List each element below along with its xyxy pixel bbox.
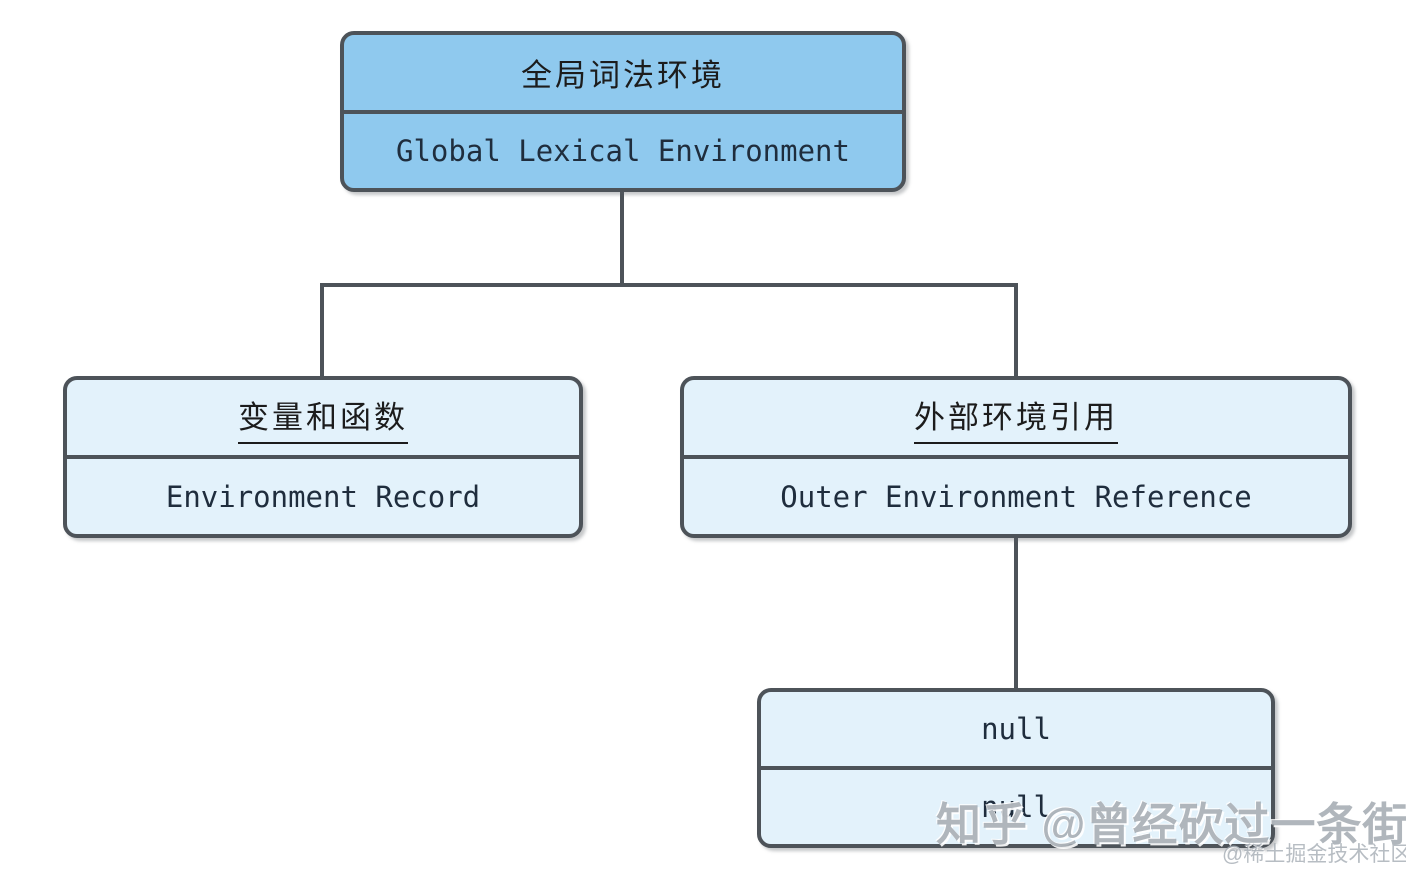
node-null-top-label: null <box>981 712 1051 746</box>
node-null-bottom-row: null <box>761 766 1271 844</box>
node-environment-record: 变量和函数 Environment Record <box>63 376 583 538</box>
node-outer-title-zh: 外部环境引用 <box>914 392 1118 444</box>
node-outer-title-en: Outer Environment Reference <box>780 479 1252 514</box>
node-outer-environment-reference: 外部环境引用 Outer Environment Reference <box>680 376 1352 538</box>
zhihu-watermark: 知乎 @曾经砍过一条街 <box>936 799 1406 850</box>
node-record-title-zh: 变量和函数 <box>238 392 408 444</box>
node-outer-subtitle-row: Outer Environment Reference <box>684 455 1348 534</box>
node-global-title-en: Global Lexical Environment <box>396 133 850 168</box>
node-outer-title-row: 外部环境引用 <box>684 380 1348 455</box>
node-global-title-zh: 全局词法环境 <box>521 57 725 93</box>
node-record-title-en: Environment Record <box>165 479 481 514</box>
connector-outer-to-null <box>1014 538 1018 688</box>
connector-root-down <box>620 192 624 283</box>
node-null-bottom-label: null <box>981 790 1051 824</box>
node-record-title-row: 变量和函数 <box>67 380 579 455</box>
node-global-lexical-environment: 全局词法环境 Global Lexical Environment <box>340 31 906 192</box>
node-null-top-row: null <box>761 692 1271 766</box>
node-null: null null <box>757 688 1275 848</box>
connector-left-down <box>320 283 324 376</box>
node-global-subtitle-row: Global Lexical Environment <box>344 109 902 189</box>
juejin-watermark: @稀土掘金技术社区 <box>1222 843 1406 866</box>
node-global-title-row: 全局词法环境 <box>344 35 902 110</box>
connector-horizontal <box>320 283 1018 287</box>
connector-right-down <box>1014 283 1018 376</box>
node-record-subtitle-row: Environment Record <box>67 455 579 534</box>
